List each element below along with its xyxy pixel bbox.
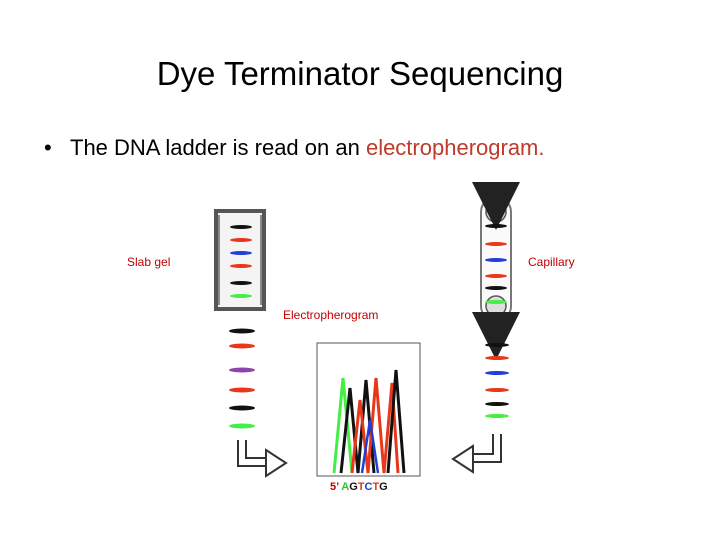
peak-black-2	[386, 369, 406, 474]
gel-output-band	[229, 405, 255, 411]
gel-band	[230, 251, 252, 255]
capillary	[472, 182, 520, 360]
bullet-highlight: electropherogram.	[365, 135, 545, 160]
slab-gel-output-bands	[229, 328, 255, 429]
gel-output-band	[229, 367, 255, 373]
capillary-output-band	[485, 388, 509, 392]
gel-output-band	[229, 423, 255, 429]
bullet-text: The DNA ladder is read on an	[70, 135, 366, 160]
capillary-band	[485, 258, 507, 262]
slab-gel-bands	[230, 225, 252, 298]
left-flow-arrow-fill	[239, 440, 268, 465]
left-flow-arrow-body	[237, 440, 268, 467]
capillary-output-band	[485, 402, 509, 406]
sequence-base: T	[372, 481, 380, 493]
left-flow-arrow-head	[265, 448, 288, 478]
bullet-point: • The DNA ladder is read on an electrophe…	[44, 134, 545, 162]
capillary-output-band	[485, 343, 509, 347]
gel-band	[230, 238, 252, 242]
capillary-bottom-cap	[485, 295, 507, 317]
sequence-prefix: 5’	[330, 481, 339, 493]
peak-red	[350, 377, 400, 474]
capillary-output-band	[485, 371, 509, 375]
sequence-base: G	[379, 481, 388, 493]
capillary-band	[485, 300, 507, 304]
gel-band	[230, 281, 252, 285]
peak-green	[332, 377, 354, 474]
gel-output-band	[229, 328, 255, 334]
sequence-base: T	[357, 481, 365, 493]
gel-band	[230, 225, 252, 229]
slide-title: Dye Terminator Sequencing	[156, 55, 564, 92]
slab-gel-frame	[214, 209, 266, 311]
sequence-readout: 5’ AGTCTG	[330, 481, 388, 493]
capillary-band	[485, 274, 507, 278]
sequence-base: A	[341, 481, 350, 493]
sequence-base: G	[349, 481, 358, 493]
gel-output-band	[229, 343, 255, 349]
peak-blue	[360, 419, 380, 474]
right-flow-arrow-head	[451, 444, 474, 474]
electropherogram-plot	[316, 342, 421, 477]
right-flow-arrow-fill	[471, 434, 500, 461]
sequence-base: C	[364, 481, 373, 493]
gel-band	[230, 294, 252, 298]
bullet-dot: •	[44, 135, 52, 160]
electropherogram-label: Electropherogram	[283, 308, 379, 322]
capillary-bands	[485, 224, 507, 304]
gel-band	[230, 264, 252, 268]
capillary-output-band	[485, 356, 509, 360]
capillary-output-bands	[485, 343, 509, 418]
capillary-output-band	[485, 414, 509, 418]
capillary-band	[485, 242, 507, 246]
right-flow-arrow-body	[471, 434, 502, 463]
slab-gel	[214, 209, 266, 311]
peak-black	[339, 379, 376, 474]
slab-gel-label: Slab gel	[127, 255, 171, 269]
capillary-label: Capillary	[528, 255, 575, 269]
capillary-band	[485, 286, 507, 290]
capillary-band	[485, 224, 507, 228]
gel-output-band	[229, 387, 255, 393]
